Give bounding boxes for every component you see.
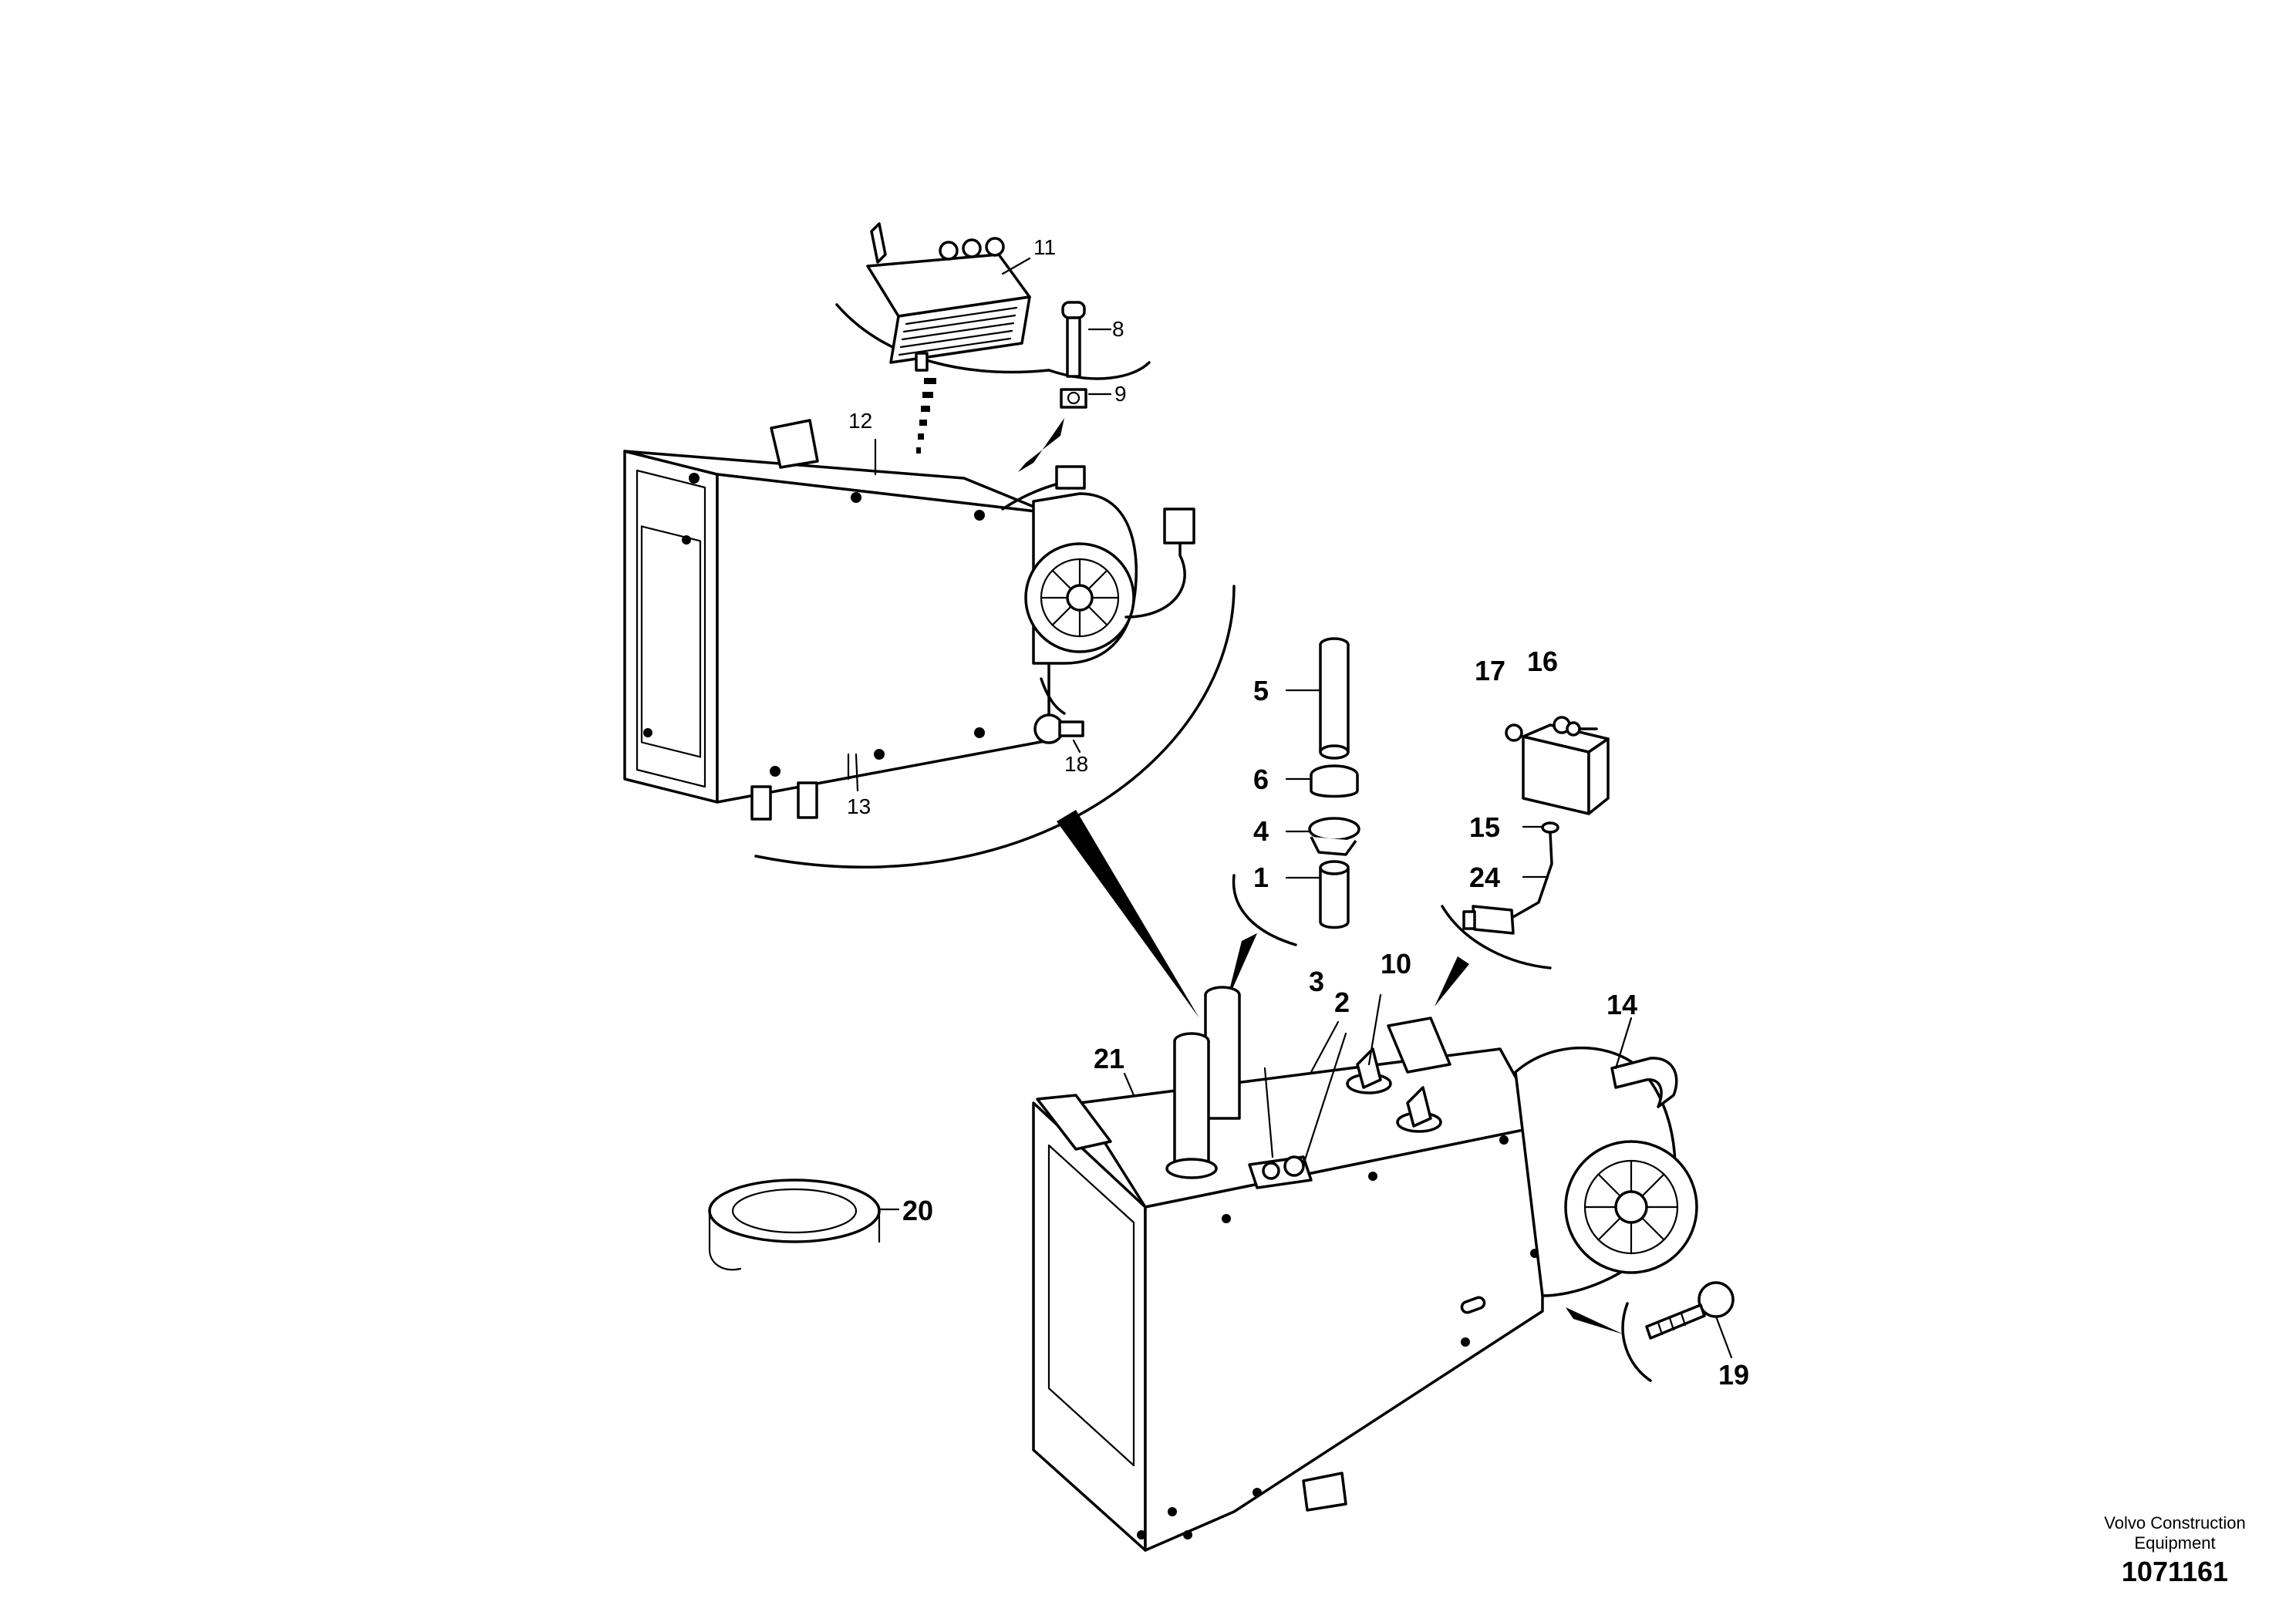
callout-6: 6 [1253,764,1269,795]
callout-14: 14 [1607,989,1637,1020]
leader-lines [855,257,1633,1166]
lower-heater-unit [1032,986,1735,1552]
callout-11: 11 [1033,235,1056,259]
company-name-line2: Equipment [2134,1533,2215,1553]
callout-19: 19 [1718,1359,1749,1391]
heater-core-arc [835,303,1050,374]
callout-24: 24 [1469,862,1500,893]
callout-3: 3 [1309,966,1324,997]
tape-roll [708,1179,900,1271]
sensor-parts [1435,716,1610,1007]
callout-20: 20 [902,1195,933,1226]
callout-2: 2 [1334,986,1350,1018]
screw-18 [847,677,1084,781]
upper-detail-arc [754,585,1236,868]
callout-5: 5 [1253,675,1269,706]
bolt-nut-set [1018,301,1151,472]
callout-9: 9 [1114,382,1127,406]
callout-10: 10 [1381,948,1411,980]
hose-parts [1226,637,1360,1003]
callout-15: 15 [1469,811,1500,843]
drawing-number: 1071161 [2122,1556,2228,1587]
callout-16: 16 [1527,646,1558,677]
core-pointer [916,378,936,454]
callout-12: 12 [848,409,872,433]
callout-4: 4 [1253,815,1269,847]
upper-heater-unit [623,419,1236,868]
heater-core [835,222,1050,374]
callout-8: 8 [1112,317,1124,341]
company-name-line1: Volvo Construction [2104,1513,2245,1533]
callout-1: 1 [1253,862,1269,893]
callout-17: 17 [1475,655,1505,686]
callout-21: 21 [1094,1043,1124,1074]
callout-18: 18 [1064,752,1088,776]
drawing-footer: Volvo Construction Equipment 1071161 [2104,1513,2245,1587]
callout-13: 13 [847,794,871,818]
upper-to-lower-pointer [1057,810,1199,1018]
callout-labels: 11 8 9 12 18 13 5 6 4 1 17 16 15 24 3 10… [847,235,1749,1391]
